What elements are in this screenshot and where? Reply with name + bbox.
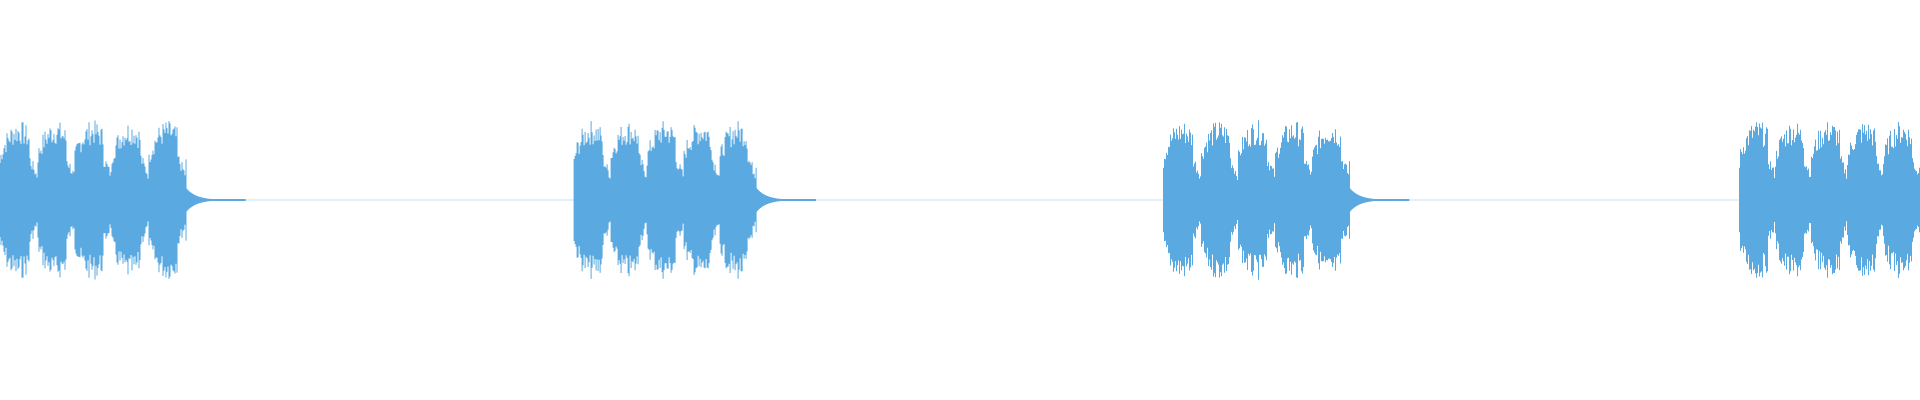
waveform-burst-1 <box>0 120 246 280</box>
waveform-decay-tail <box>1349 188 1410 212</box>
waveform-burst-4 <box>1739 122 1920 278</box>
waveform-burst-path <box>1739 122 1920 278</box>
waveform-bursts <box>0 120 1920 280</box>
waveform-decay-tail <box>185 188 246 212</box>
waveform-burst-path <box>573 121 757 279</box>
waveform-burst-path <box>1163 120 1350 280</box>
waveform-decay-tail <box>756 188 816 212</box>
waveform-burst-2 <box>573 121 816 279</box>
waveform-burst-path <box>0 120 187 280</box>
waveform-burst-3 <box>1163 120 1410 280</box>
